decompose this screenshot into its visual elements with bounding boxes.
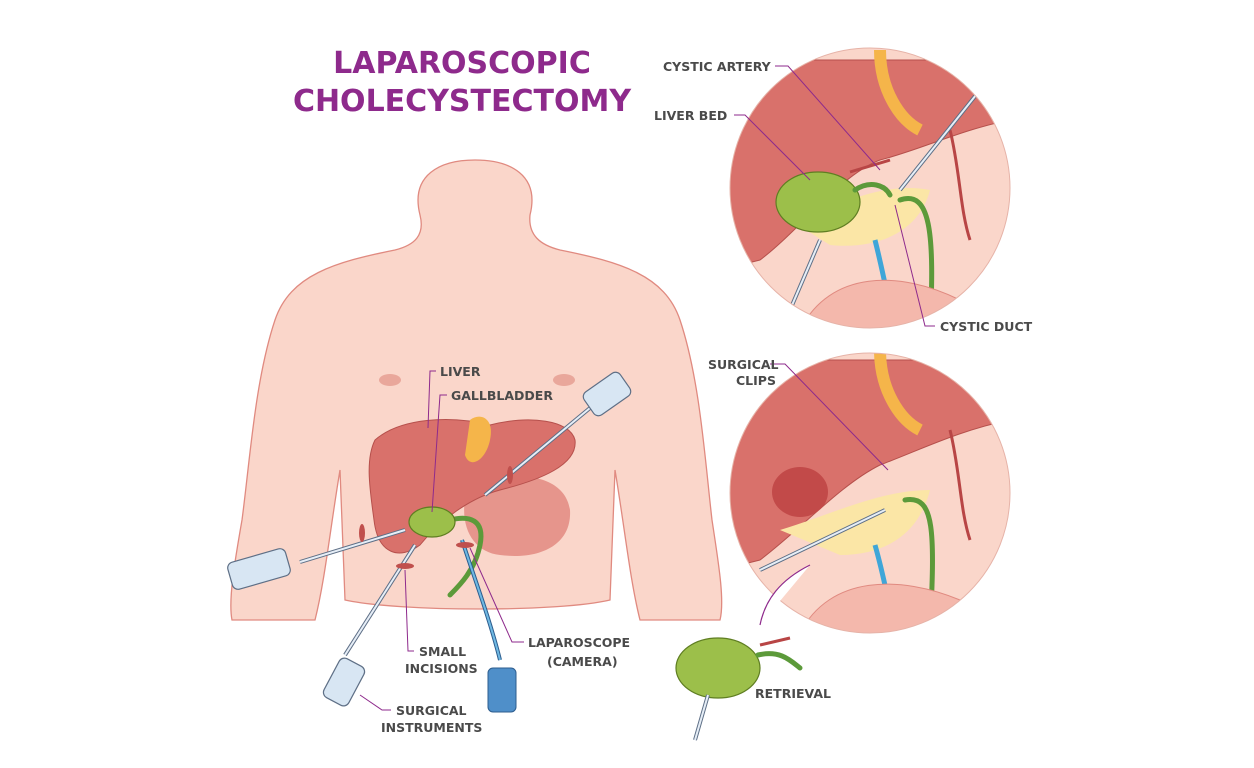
label-gallbladder: GALLBLADDER: [451, 388, 553, 403]
falciform: [465, 416, 491, 463]
label-laparoscope-1: LAPAROSCOPE: [528, 635, 630, 650]
stomach: [464, 475, 571, 556]
nipple-left: [379, 374, 401, 386]
label-small-incisions-2: INCISIONS: [405, 661, 478, 676]
nipple-right: [553, 374, 575, 386]
label-surgical-instruments-2: INSTRUMENTS: [381, 720, 482, 735]
label-retrieval: RETRIEVAL: [755, 686, 831, 701]
detail-circle-dissection: [729, 47, 1011, 329]
incision-1: [359, 524, 365, 542]
title-line-2: CHOLECYSTECTOMY: [293, 84, 632, 119]
label-surgical-instruments-1: SURGICAL: [396, 703, 467, 718]
retrieved-gallbladder: [675, 636, 803, 741]
torso: [230, 159, 723, 621]
detail-circle-clipping: [729, 352, 1011, 634]
title-line-1: LAPAROSCOPIC: [333, 46, 591, 81]
instrument-handle-left: [227, 548, 291, 590]
abdominal-organs: [368, 416, 576, 598]
label-cystic-artery: CYSTIC ARTERY: [663, 59, 772, 74]
incision-4: [507, 466, 513, 484]
laparoscope-camera-handle: [487, 667, 517, 713]
label-laparoscope-2: (CAMERA): [547, 654, 618, 669]
instrument-handle-bottom: [322, 657, 366, 707]
label-surgical-clips-1: SURGICAL: [708, 357, 779, 372]
label-liver-bed: LIVER BED: [654, 108, 727, 123]
label-liver: LIVER: [440, 364, 481, 379]
label-small-incisions-1: SMALL: [419, 644, 466, 659]
label-surgical-clips-2: CLIPS: [736, 373, 776, 388]
retrieval-arrow: [759, 564, 811, 626]
incision-3: [456, 542, 474, 548]
leader-lines: [359, 65, 935, 711]
label-cystic-duct: CYSTIC DUCT: [940, 319, 1033, 334]
incision-2: [396, 563, 414, 569]
instrument-handle-top: [582, 371, 632, 417]
surgical-instruments: [227, 371, 632, 713]
